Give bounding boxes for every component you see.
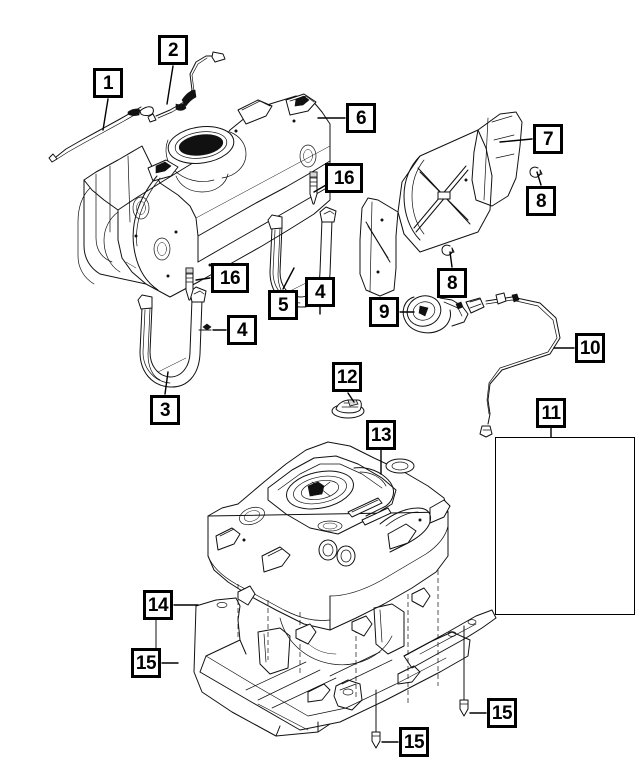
part-skid-plate-bolt-c xyxy=(459,625,469,717)
part-fuel-vapor-hose xyxy=(479,292,561,438)
fuel-pump-module-detail-panel xyxy=(495,437,635,615)
callout-15-skid-plate-bolt[interactable]: 15 xyxy=(399,727,429,757)
callout-4-strap-nut[interactable]: 4 xyxy=(227,315,257,345)
callout-13-fuel-tank-lower[interactable]: 13 xyxy=(366,420,396,450)
callout-8-heat-shield-clip[interactable]: 8 xyxy=(437,268,467,298)
callout-10-fuel-vapor-hose[interactable]: 10 xyxy=(575,333,605,363)
callout-7-fuel-tank-heat-shield[interactable]: 7 xyxy=(533,124,563,154)
part-fuel-vapor-tube-short xyxy=(147,51,226,123)
part-fuel-tank-lower xyxy=(207,441,451,704)
callout-2-fuel-vapor-tube-short[interactable]: 2 xyxy=(158,35,188,65)
part-fuel-vapor-tube-long xyxy=(48,106,154,163)
callout-1-fuel-vapor-tube-long[interactable]: 1 xyxy=(93,68,123,98)
callout-3-fuel-tank-strap-left[interactable]: 3 xyxy=(150,395,180,425)
callout-12-fuel-tank-grommet[interactable]: 12 xyxy=(332,362,362,392)
part-strap-nut-a xyxy=(198,323,212,331)
callout-14-fuel-tank-skid-plate[interactable]: 14 xyxy=(143,590,173,620)
callout-15-skid-plate-bolt[interactable]: 15 xyxy=(131,648,161,678)
callout-6-fuel-tank-upper[interactable]: 6 xyxy=(346,103,376,133)
part-strap-stud-a xyxy=(185,267,194,301)
part-fuel-filler-neck xyxy=(402,295,485,334)
callout-9-fuel-filler-neck[interactable]: 9 xyxy=(369,297,399,327)
part-fuel-tank-upper xyxy=(77,93,331,298)
callout-15-skid-plate-bolt[interactable]: 15 xyxy=(487,698,517,728)
part-heat-shield-clip-b xyxy=(441,244,455,256)
callout-11-fuel-pump-module-inset[interactable]: 11 xyxy=(536,398,566,428)
part-fuel-tank-grommet xyxy=(331,399,365,419)
part-fuel-tank-heat-shield xyxy=(359,111,523,297)
part-skid-plate-bolt-b xyxy=(371,689,381,749)
callout-16-strap-stud[interactable]: 16 xyxy=(211,263,249,293)
callout-16-strap-stud[interactable]: 16 xyxy=(325,163,363,193)
callout-5-fuel-tank-strap-right[interactable]: 5 xyxy=(268,290,298,320)
callout-4-strap-nut[interactable]: 4 xyxy=(305,277,335,307)
part-fuel-tank-strap-left xyxy=(137,286,207,388)
callout-8-heat-shield-clip[interactable]: 8 xyxy=(526,186,556,216)
callout-leader-lines xyxy=(102,65,575,743)
part-fuel-tank-skid-plate xyxy=(193,597,497,737)
part-strap-stud-b xyxy=(309,171,318,205)
part-heat-shield-clip-a xyxy=(529,166,543,178)
